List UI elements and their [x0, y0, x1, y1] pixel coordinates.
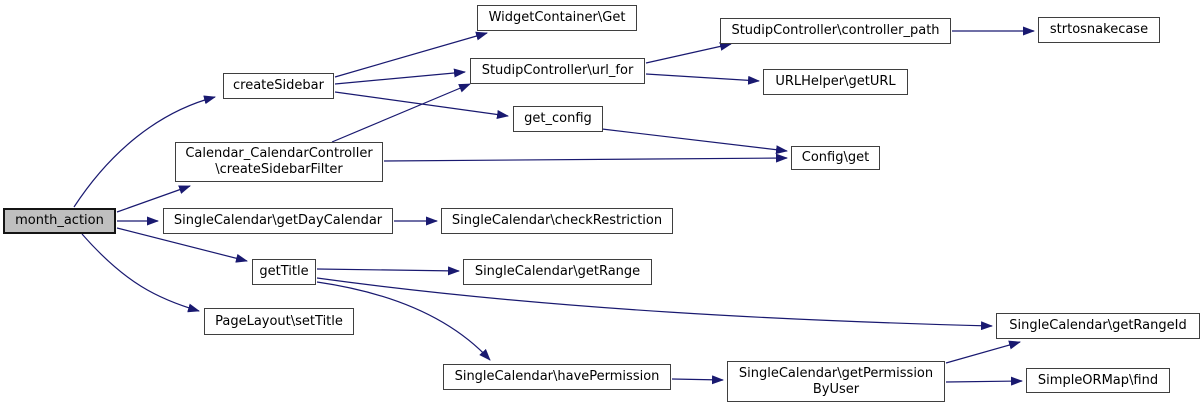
- node-get-permission-by-user[interactable]: SingleCalendar\getPermission ByUser: [727, 361, 945, 402]
- node-strtosnakecase[interactable]: strtosnakecase: [1038, 17, 1160, 43]
- node-get-title[interactable]: getTitle: [252, 259, 316, 285]
- node-config-get[interactable]: Config\get: [791, 146, 880, 170]
- node-check-restriction[interactable]: SingleCalendar\checkRestriction: [441, 208, 673, 234]
- edge-getPermissionByUser-to-simpleORMapFind: [945, 376, 1023, 386]
- node-month-action-label: month_action: [15, 213, 104, 228]
- node-set-title[interactable]: PageLayout\setTitle: [204, 308, 354, 335]
- edge-getConfig-to-configGet: [601, 128, 788, 155]
- node-get-config[interactable]: get_config: [513, 106, 603, 132]
- edge-urlFor-to-getURL: [645, 73, 760, 85]
- edge-getTitle-to-havePermission: [316, 281, 491, 361]
- node-get-range-label: SingleCalendar\getRange: [474, 264, 641, 279]
- edge-havePermission-to-getPermissionByUser: [671, 375, 724, 385]
- edge-createSidebar-to-widgetContainerGet: [334, 31, 488, 78]
- node-month-action: month_action: [3, 208, 116, 234]
- node-get-range[interactable]: SingleCalendar\getRange: [463, 259, 652, 285]
- edge-createSidebarFilter-to-configGet: [383, 153, 788, 163]
- node-get-range-id-label: SingleCalendar\getRangeId: [1009, 318, 1187, 333]
- node-simple-ormap-find[interactable]: SimpleORMap\find: [1026, 368, 1170, 393]
- node-have-permission[interactable]: SingleCalendar\havePermission: [443, 364, 671, 390]
- node-url-for-label: StudipController\url_for: [481, 63, 634, 78]
- node-create-sidebar[interactable]: createSidebar: [223, 73, 334, 99]
- edge-urlFor-to-controllerPath: [645, 42, 732, 64]
- node-create-sidebar-filter[interactable]: Calendar_CalendarController \createSideb…: [175, 142, 383, 182]
- node-set-title-label: PageLayout\setTitle: [215, 313, 343, 329]
- node-get-url-label: URLHelper\getURL: [775, 74, 896, 89]
- node-strtosnakecase-label: strtosnakecase: [1049, 22, 1149, 37]
- node-create-sidebar-label: createSidebar: [233, 78, 324, 93]
- node-simple-ormap-find-label: SimpleORMap\find: [1037, 372, 1159, 388]
- edge-month_action-to-getTitle: [116, 227, 248, 263]
- node-config-get-label: Config\get: [801, 150, 870, 165]
- node-url-for[interactable]: StudipController\url_for: [470, 58, 645, 84]
- node-get-day-calendar[interactable]: SingleCalendar\getDayCalendar: [163, 208, 393, 234]
- node-get-day-calendar-label: SingleCalendar\getDayCalendar: [173, 213, 383, 228]
- node-check-restriction-label: SingleCalendar\checkRestriction: [451, 213, 663, 228]
- node-have-permission-label: SingleCalendar\havePermission: [454, 369, 660, 384]
- node-create-sidebar-filter-line1: Calendar_CalendarController: [185, 146, 373, 161]
- node-get-config-label: get_config: [524, 111, 592, 126]
- node-create-sidebar-filter-line2: \createSidebarFilter: [215, 162, 343, 177]
- edge-createSidebar-to-urlFor: [334, 68, 466, 85]
- node-get-url[interactable]: URLHelper\getURL: [763, 69, 908, 95]
- node-get-permission-by-user-line1: SingleCalendar\getPermission: [738, 365, 934, 381]
- node-get-range-id[interactable]: SingleCalendar\getRangeId: [996, 313, 1200, 339]
- edge-month_action-to-createSidebar: [73, 95, 216, 208]
- edge-month_action-to-setTitle: [81, 233, 200, 313]
- node-widget-container-get-label: WidgetContainer\Get: [488, 10, 626, 25]
- node-get-permission-by-user-line2: ByUser: [812, 381, 860, 397]
- edge-month_action-to-createSidebarFilter: [116, 185, 191, 213]
- edge-getTitle-to-getRange: [316, 266, 460, 276]
- node-controller-path-label: StudipController\controller_path: [731, 23, 940, 38]
- node-get-title-label: getTitle: [259, 264, 309, 279]
- node-controller-path[interactable]: StudipController\controller_path: [720, 18, 951, 44]
- edge-getPermissionByUser-to-getRangeId: [945, 340, 1021, 364]
- edge-getTitle-to-getRangeId: [316, 277, 993, 331]
- edge-createSidebarFilter-to-urlFor: [331, 83, 471, 143]
- node-widget-container-get[interactable]: WidgetContainer\Get: [477, 5, 637, 31]
